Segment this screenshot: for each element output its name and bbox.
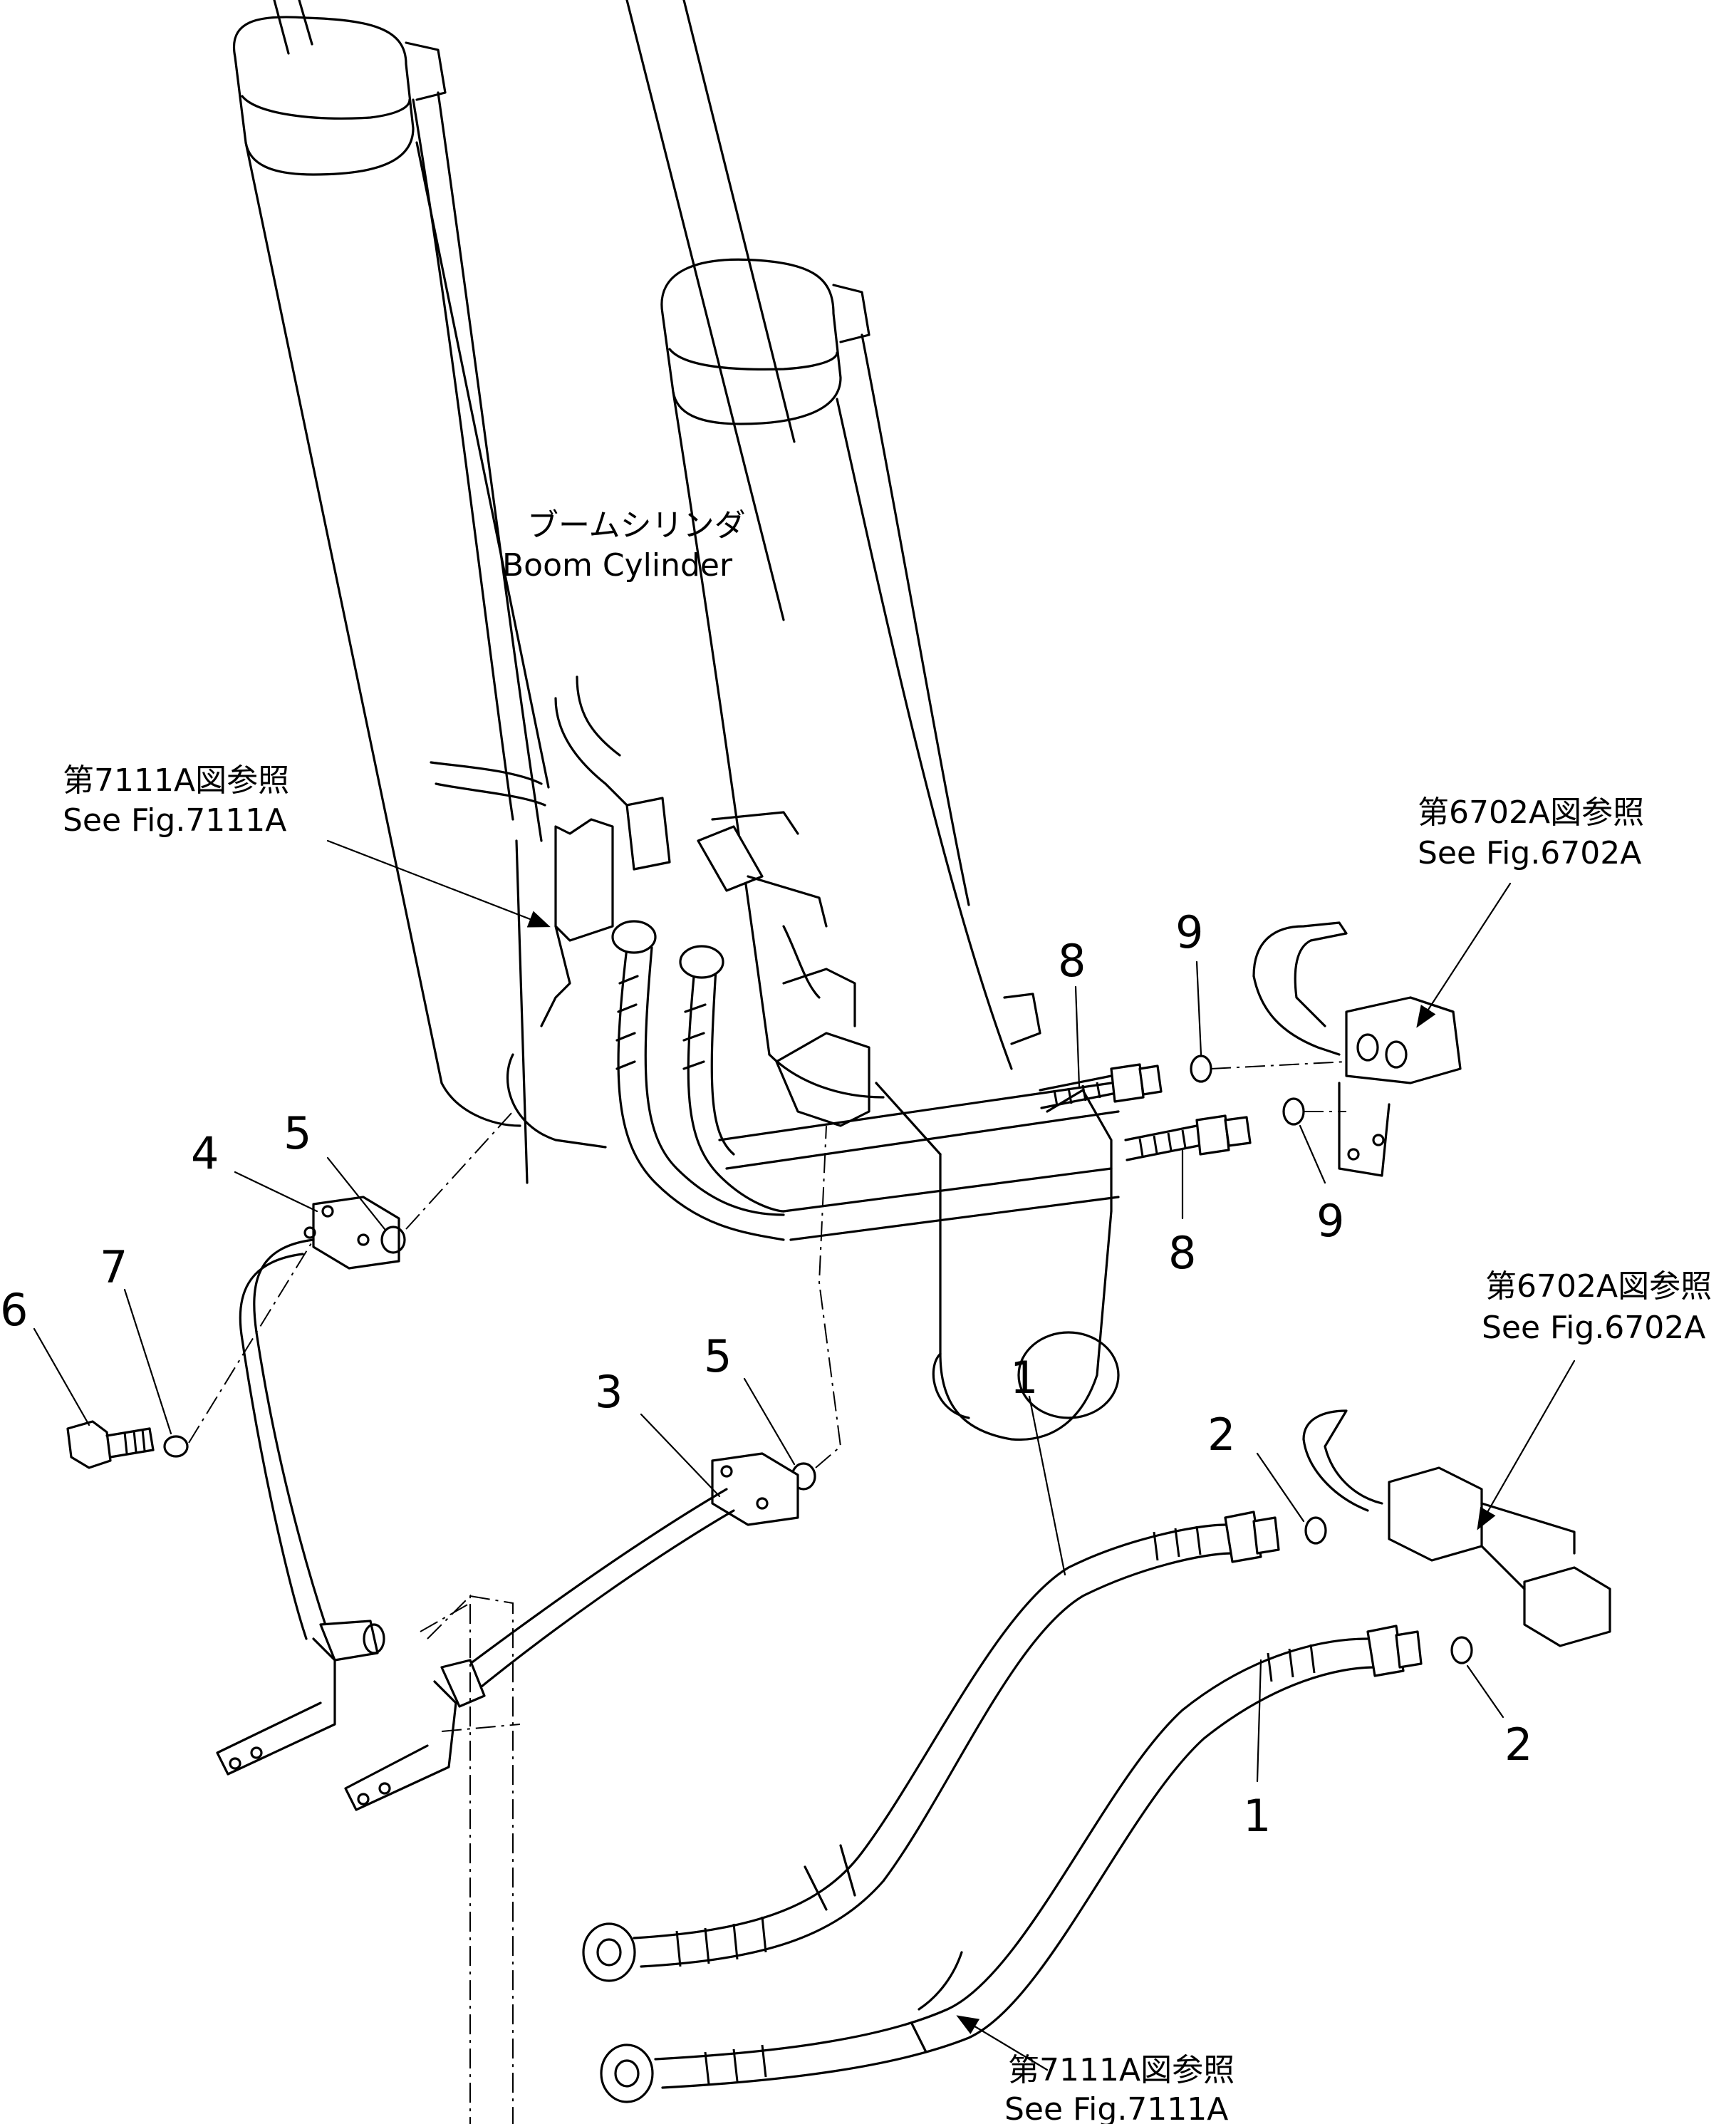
leader-5-left bbox=[326, 1156, 386, 1231]
boom-cylinder-label: ブームシリンダ Boom Cylinder bbox=[502, 507, 746, 584]
oring-2-upper bbox=[1304, 1516, 1327, 1545]
leader-9-lower bbox=[1299, 1124, 1326, 1184]
boom-cylinder-left bbox=[232, 0, 550, 1184]
leader-8-upper bbox=[1074, 985, 1081, 1088]
ref-7111a-lower-jp: 第7111A図参照 bbox=[1008, 2052, 1235, 2088]
callout-9-lower: 9 bbox=[1316, 1195, 1344, 1247]
ref-7111a-upper-jp: 第7111A図参照 bbox=[63, 762, 289, 799]
leader-3 bbox=[640, 1413, 721, 1498]
callout-2-lower: 2 bbox=[1504, 1719, 1532, 1771]
ref-6702a-upper-en: See Fig.6702A bbox=[1418, 835, 1641, 871]
ref-7111a-upper: 第7111A図参照 See Fig.7111A bbox=[63, 762, 289, 839]
oring-2-lower bbox=[1450, 1636, 1473, 1664]
ref-7111a-lower: 第7111A図参照 See Fig.7111A bbox=[1004, 2052, 1235, 2124]
leader-6702a-upper bbox=[1416, 882, 1512, 1028]
leader-7 bbox=[123, 1288, 172, 1435]
callout-8-upper: 8 bbox=[1058, 935, 1086, 987]
boom-cylinder-right bbox=[625, 0, 1120, 1441]
callout-4: 4 bbox=[191, 1127, 219, 1179]
hose-1-lower bbox=[600, 1625, 1423, 2103]
leader-5-center bbox=[743, 1377, 796, 1466]
flange-6702a-upper bbox=[1252, 921, 1462, 1177]
ref-6702a-upper: 第6702A図参照 See Fig.6702A bbox=[1418, 794, 1644, 871]
boom-cylinder-en: Boom Cylinder bbox=[502, 547, 733, 584]
callout-5-left: 5 bbox=[284, 1107, 311, 1159]
callout-9-upper: 9 bbox=[1175, 906, 1203, 958]
callout-2-upper: 2 bbox=[1207, 1409, 1235, 1461]
ref-6702a-lower-en: See Fig.6702A bbox=[1482, 1310, 1705, 1346]
tube-4 bbox=[216, 1196, 400, 1776]
washer-7 bbox=[163, 1435, 189, 1458]
leader-7111a-lower bbox=[956, 2015, 1049, 2071]
valve-block bbox=[506, 811, 1120, 1241]
leader-7111a-upper bbox=[326, 839, 551, 928]
callout-1-lower: 1 bbox=[1243, 1790, 1271, 1842]
leader-9-upper bbox=[1195, 960, 1202, 1056]
oring-9-lower bbox=[1282, 1097, 1305, 1126]
boom-cylinder-jp: ブームシリンダ bbox=[527, 507, 746, 544]
callout-5-center: 5 bbox=[704, 1330, 732, 1382]
leader-6 bbox=[33, 1327, 90, 1426]
leader-1-lower bbox=[1256, 1659, 1262, 1783]
valve-hoses bbox=[554, 675, 828, 1241]
oring-5-left bbox=[380, 1226, 406, 1254]
ref-7111a-lower-en: See Fig.7111A bbox=[1004, 2091, 1228, 2124]
flange-6702a-lower bbox=[1302, 1409, 1611, 1647]
leader-2-upper bbox=[1256, 1452, 1305, 1523]
fitting-8-lower bbox=[1124, 1114, 1252, 1161]
callout-6: 6 bbox=[0, 1284, 28, 1336]
ref-6702a-upper-jp: 第6702A図参照 bbox=[1418, 794, 1644, 831]
leader-4 bbox=[234, 1171, 318, 1213]
hose-1-upper bbox=[582, 1511, 1280, 1982]
callout-7: 7 bbox=[100, 1241, 128, 1293]
leader-6702a-lower bbox=[1477, 1359, 1576, 1530]
bolt-6 bbox=[66, 1420, 155, 1469]
oring-9-upper bbox=[1190, 1055, 1212, 1083]
ref-7111a-upper-en: See Fig.7111A bbox=[63, 802, 286, 839]
leader-2-lower bbox=[1466, 1664, 1504, 1719]
tube-3 bbox=[344, 1452, 799, 1811]
callout-3: 3 bbox=[595, 1366, 623, 1418]
ref-6702a-lower: 第6702A図参照 See Fig.6702A bbox=[1482, 1268, 1712, 1346]
ref-6702a-lower-jp: 第6702A図参照 bbox=[1485, 1268, 1712, 1305]
callout-1-upper: 1 bbox=[1010, 1352, 1038, 1404]
callout-8-lower: 8 bbox=[1168, 1227, 1196, 1279]
fitting-8-upper bbox=[1039, 1063, 1163, 1109]
leader-1-upper bbox=[1028, 1395, 1066, 1576]
